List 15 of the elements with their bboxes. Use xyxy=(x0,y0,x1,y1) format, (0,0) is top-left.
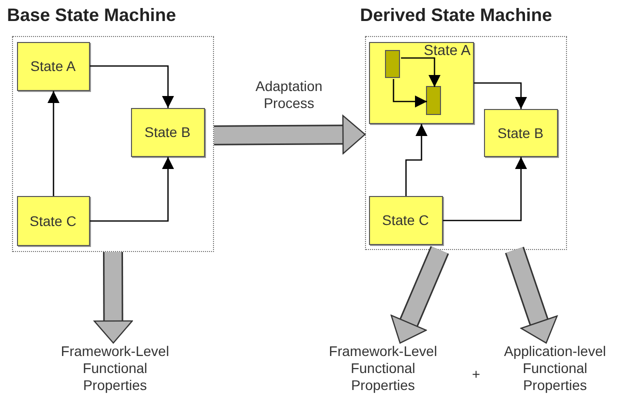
property-text: Framework-Level Functional Properties xyxy=(322,343,444,403)
state-box: State C xyxy=(16,196,90,246)
state-box: State B xyxy=(484,108,558,156)
state-box: State A xyxy=(368,42,474,124)
substate-box xyxy=(385,50,400,78)
plus-sign: + xyxy=(472,366,480,383)
frame-heading: Base State Machine xyxy=(7,5,176,26)
state-box: State A xyxy=(16,42,90,90)
state-box: State C xyxy=(368,196,442,244)
frame-heading: Derived State Machine xyxy=(360,5,552,26)
edge-label: Adaptation Process xyxy=(254,78,324,112)
state-box: State B xyxy=(130,108,204,156)
substate-box xyxy=(426,86,441,115)
property-text: Framework-Level Functional Properties xyxy=(50,343,180,403)
property-text: Application-level Functional Properties xyxy=(492,343,618,403)
